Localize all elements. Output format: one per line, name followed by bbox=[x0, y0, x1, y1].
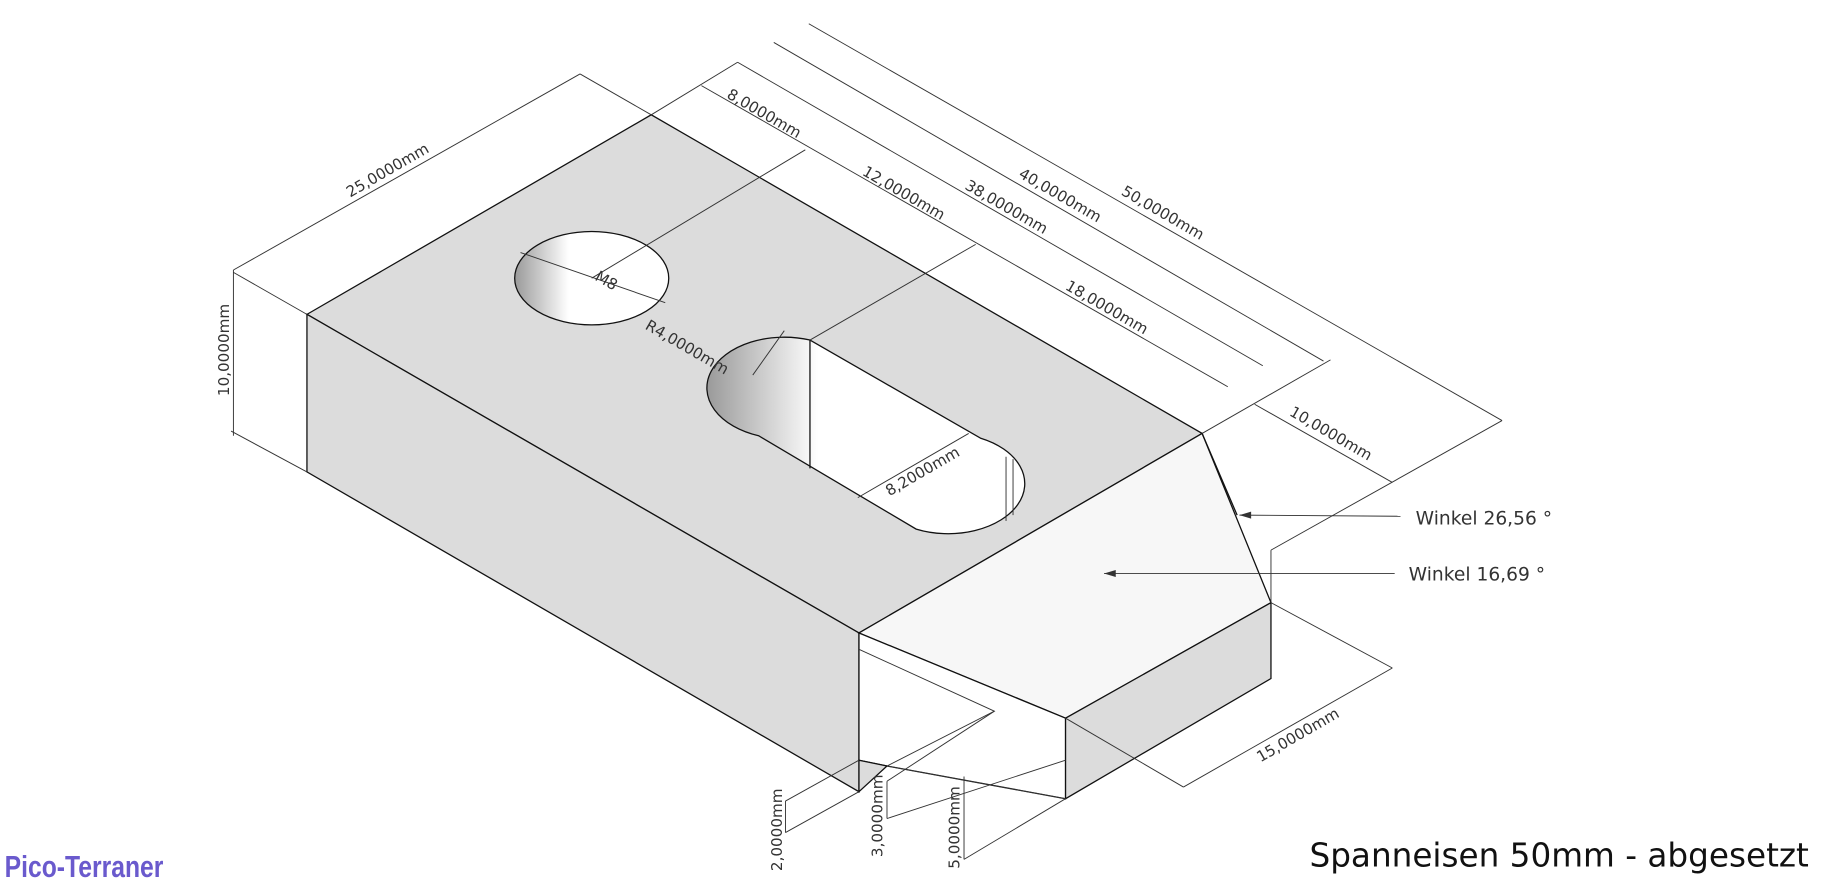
slot bbox=[706, 336, 1026, 535]
dimension-lines bbox=[230, 23, 1503, 860]
dim-10-right: 10,0000mm bbox=[1286, 403, 1375, 465]
angle-annotation-1: Winkel 26,56 ° bbox=[1416, 508, 1552, 529]
dim-15: 15,0000mm bbox=[1253, 704, 1342, 766]
logo: Pico-Terraner bbox=[5, 851, 164, 884]
dim-h5: 5,0000mm bbox=[945, 786, 963, 869]
dim-height-10: 10,0000mm bbox=[215, 304, 233, 396]
dim-25: 25,0000mm bbox=[343, 139, 432, 201]
angle-annotation-2: Winkel 16,69 ° bbox=[1409, 564, 1545, 585]
bottom-step-face bbox=[858, 759, 889, 794]
dim-h3: 3,0000mm bbox=[868, 775, 886, 858]
dim-50: 50,0000mm bbox=[1118, 182, 1207, 244]
dim-h2: 2,0000mm bbox=[768, 789, 786, 872]
right-face bbox=[1064, 601, 1272, 800]
drawing-title: Spanneisen 50mm - abgesetzt bbox=[1309, 836, 1809, 874]
dim-12: 12,0000mm bbox=[859, 162, 948, 224]
dim-18: 18,0000mm bbox=[1062, 277, 1151, 339]
